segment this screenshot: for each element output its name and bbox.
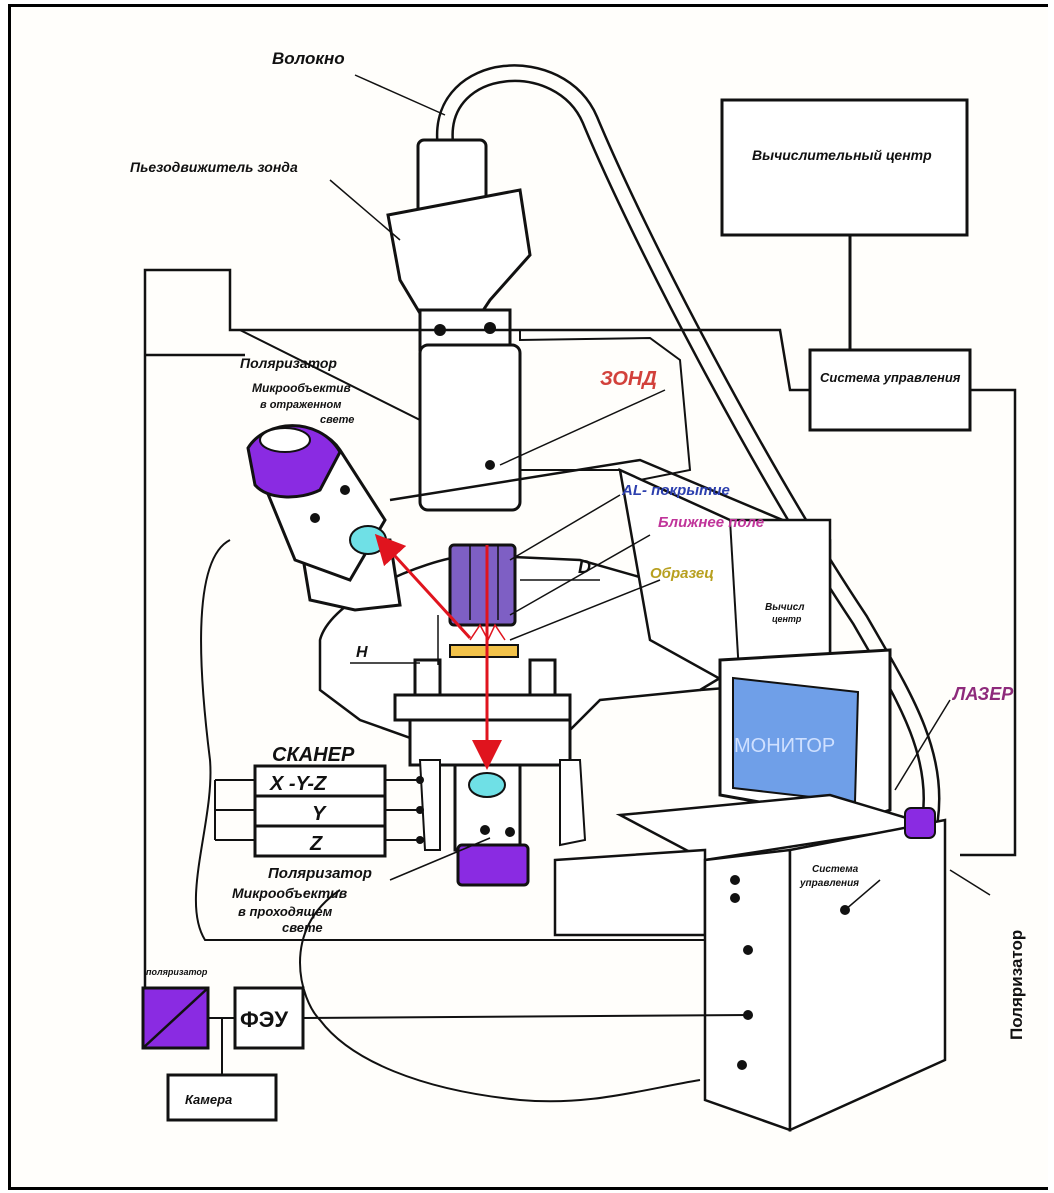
h-label: H [356, 644, 368, 661]
probe-label: ЗОНД [600, 368, 657, 390]
reflected-objective [248, 426, 400, 610]
camera-label: Камера [185, 1092, 232, 1107]
computing-center-box [722, 100, 967, 235]
fiber-label: Волокно [272, 49, 345, 68]
scanner-xyz-label: X -Y-Z [269, 773, 327, 795]
polarizer-small-label: поляризатор [146, 967, 208, 977]
transmitted-objective [455, 765, 528, 885]
near-field-label: Ближнее поле [658, 514, 764, 531]
polarizer-top-label: Поляризатор [240, 355, 337, 371]
objective-reflected-label-1: Микрообъектив [252, 381, 351, 395]
sample-label: Образец [650, 565, 714, 582]
small-compute-label-2: центр [772, 614, 802, 624]
monitor-label: МОНИТОР [734, 735, 835, 757]
objective-transmitted-label-1: Микрообъектив [232, 885, 348, 901]
objective-transmitted-label-3: свете [282, 920, 323, 935]
probe-piezo [388, 140, 530, 350]
probe-tube [420, 345, 520, 510]
polarizer-vertical-label: Поляризатор [1007, 930, 1026, 1040]
laser [905, 808, 935, 838]
polarizer-bottom-label: Поляризатор [268, 865, 372, 882]
control-system-box [810, 350, 970, 430]
pmt-label: ФЭУ [240, 1007, 288, 1032]
objective-reflected-label-3: свете [320, 414, 354, 426]
small-compute-label-1: Вычисл [765, 602, 805, 613]
objective-transmitted-label-2: в проходящем [238, 904, 333, 919]
objective-reflected-label-2: в отраженном [260, 399, 341, 411]
control-wire-right [960, 390, 1015, 855]
probe-tip [450, 545, 515, 625]
scanner-label: СКАНЕР [272, 744, 355, 766]
scanner-z-label: Z [309, 833, 323, 855]
control-cabinet [555, 795, 945, 1130]
computing-center-label: Вычислительный центр [752, 147, 932, 163]
laser-label: ЛАЗЕР [951, 684, 1014, 704]
cabinet-label-1: Система [812, 864, 859, 875]
cabinet-label-2: управления [799, 878, 859, 889]
sample [450, 645, 518, 657]
d-label: D [578, 557, 591, 577]
scanner-y-label: Y [312, 803, 327, 825]
control-system-top-label: Система управления [820, 370, 961, 385]
al-coating-label: AL- покрытие [621, 482, 730, 499]
probe-piezo-label: Пьезодвижитель зонда [130, 159, 298, 175]
